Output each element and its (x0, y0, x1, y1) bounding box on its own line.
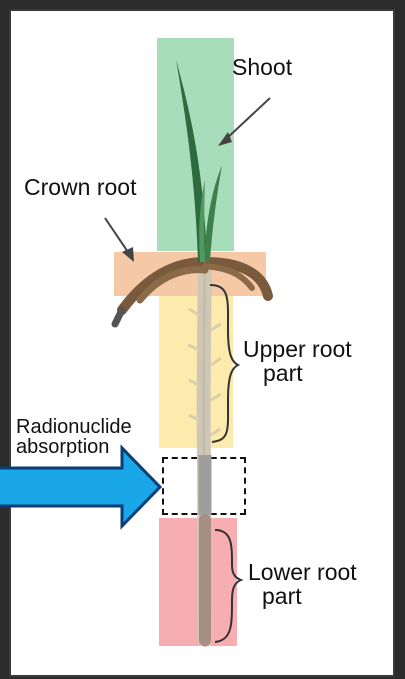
radionuclide-label: Radionuclide absorption (16, 417, 132, 457)
lower-root-label-line1: Lower root (248, 560, 398, 584)
upper-root-label-line2: part (243, 361, 398, 385)
shoot-leaf-right (204, 165, 222, 262)
lower-root-brace (215, 530, 241, 642)
crown-root-tip (115, 310, 122, 324)
radionuclide-label-line2: absorption (16, 437, 132, 457)
crown-root-label: Crown root (24, 175, 136, 199)
upper-root-label-line1: Upper root (243, 337, 398, 361)
lower-root-label: Lower root part (248, 560, 398, 608)
crown-root-left-2 (140, 270, 205, 300)
right-arrow-icon (0, 448, 160, 526)
radionuclide-label-line1: Radionuclide (16, 417, 132, 437)
shoot-label: Shoot (232, 55, 292, 79)
lower-root-label-line2: part (248, 584, 398, 608)
crown-pointer-head (122, 247, 134, 262)
upper-root-label: Upper root part (243, 337, 398, 385)
crown-pointer-line (105, 218, 130, 255)
shoot-pointer-line (225, 98, 270, 140)
